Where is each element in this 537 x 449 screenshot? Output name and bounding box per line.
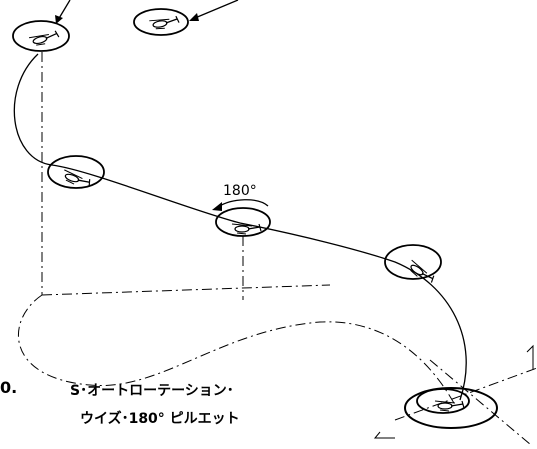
- helicopter-icon: [231, 223, 262, 235]
- position-turn2: [384, 244, 442, 286]
- rotation-arrow-icon: [212, 199, 269, 211]
- caption-line2: ウイズ･180° ピルエット: [80, 411, 240, 427]
- rotation-label: 180°: [223, 183, 257, 199]
- helicopter-icon: [148, 15, 181, 32]
- flight-path: [13, 53, 467, 401]
- helicopter-icon: [28, 29, 61, 49]
- altitude-lines: [41, 52, 244, 300]
- corner-brackets: [373, 344, 534, 439]
- landing-pad-icon: [404, 387, 498, 429]
- position-start: [12, 20, 70, 52]
- helicopter-icon: [405, 259, 437, 286]
- approach-arrow-icon: [189, 0, 239, 21]
- entry-arrow-icon: [55, 0, 71, 24]
- position-pirouette: [215, 207, 271, 237]
- position-hover: [133, 8, 189, 36]
- caption-line1: S･オートローテーション･: [70, 383, 234, 399]
- position-turn1: [47, 155, 105, 190]
- caption-number: 0.: [0, 378, 18, 397]
- ground-track: [18, 284, 537, 449]
